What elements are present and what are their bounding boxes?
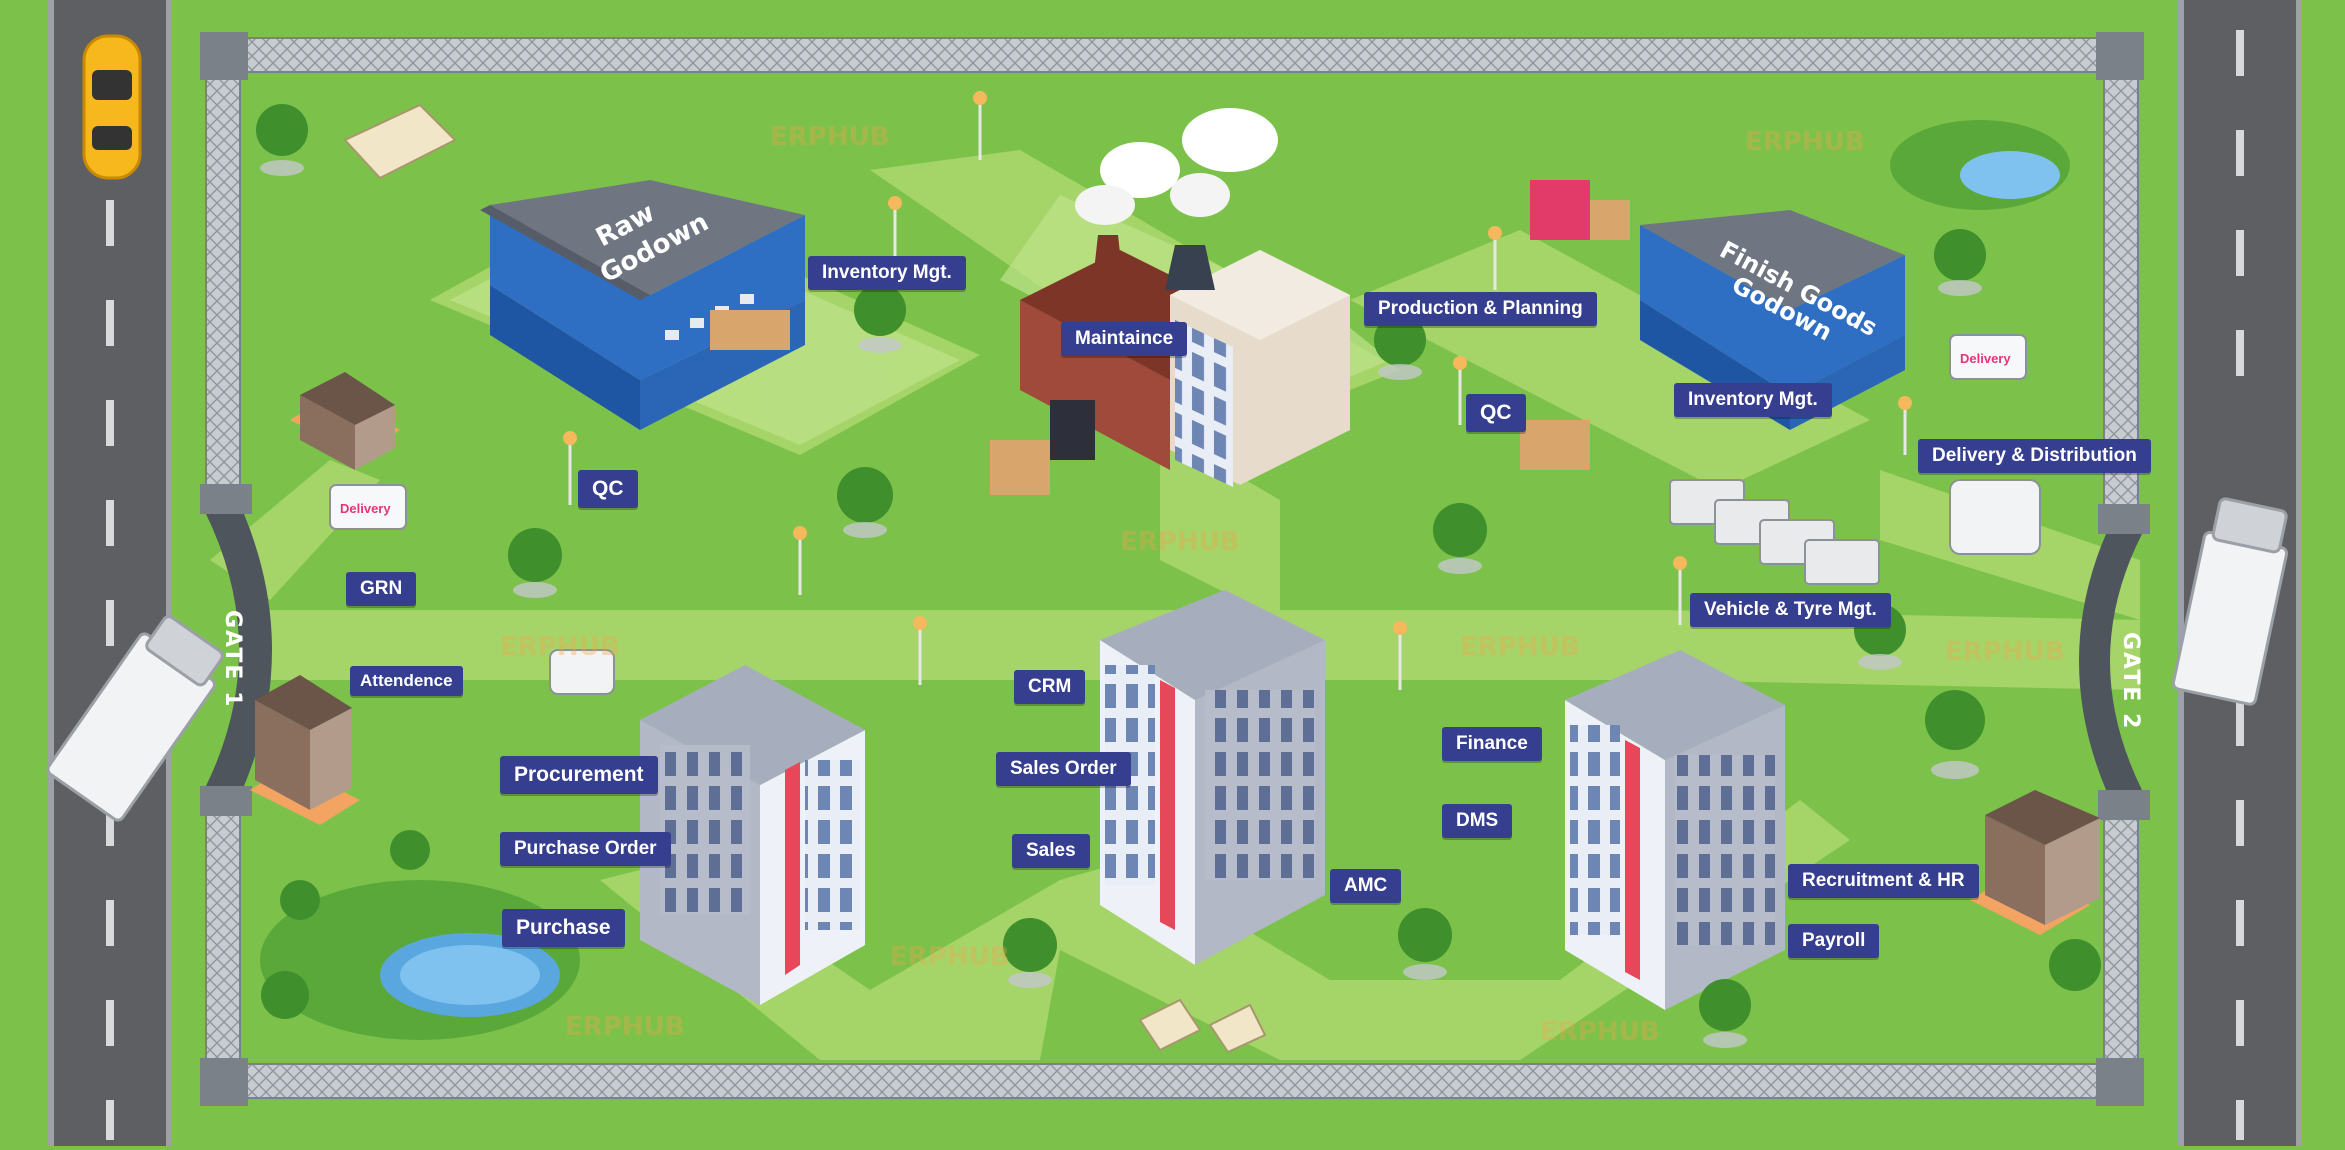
guard-house-bottom-right (1970, 790, 2100, 935)
delivery-vans: Delivery Delivery (329, 334, 2041, 695)
module-inventory-mgt-finish[interactable]: Inventory Mgt. (1674, 383, 1832, 417)
benches (343, 103, 1267, 1054)
watermark-8: ERPHUB (565, 1012, 685, 1042)
crates-and-forklifts (710, 180, 1630, 495)
module-attendence[interactable]: Attendence (350, 666, 463, 696)
watermark-6: ERPHUB (1945, 637, 2065, 667)
module-maintaince[interactable]: Maintaince (1061, 322, 1188, 356)
module-payroll[interactable]: Payroll (1788, 924, 1880, 958)
white-truck-left (46, 615, 224, 822)
module-amc[interactable]: AMC (1330, 869, 1402, 903)
watermark-2: ERPHUB (1745, 127, 1865, 157)
guard-house-bottom-left (250, 675, 360, 825)
office-tower-left (640, 665, 865, 1005)
yellow-car (82, 34, 142, 180)
factory-building (1020, 108, 1350, 487)
watermark-4: ERPHUB (500, 632, 620, 662)
module-inventory-mgt-raw[interactable]: Inventory Mgt. (808, 256, 966, 290)
watermark-3: ERPHUB (1120, 527, 1240, 557)
watermark-7: ERPHUB (890, 942, 1010, 972)
module-delivery-distribution[interactable]: Delivery & Distribution (1918, 439, 2151, 473)
white-truck-right (2171, 497, 2289, 706)
office-tower-right (1565, 650, 1785, 1010)
watermark-1: ERPHUB (770, 122, 890, 152)
module-vehicle-tyre-mgt[interactable]: Vehicle & Tyre Mgt. (1690, 593, 1891, 627)
park-top-right (1890, 120, 2070, 210)
watermark-5: ERPHUB (1460, 632, 1580, 662)
module-finance[interactable]: Finance (1442, 727, 1542, 761)
gate-2: GATE 2 (2079, 504, 2150, 820)
module-purchase[interactable]: Purchase (502, 909, 625, 947)
module-production-planning[interactable]: Production & Planning (1364, 292, 1597, 326)
module-qc-raw[interactable]: QC (578, 470, 638, 508)
office-tower-center (1100, 590, 1325, 965)
module-dms[interactable]: DMS (1442, 804, 1513, 838)
gate-2-label: GATE 2 (2118, 632, 2143, 730)
module-sales-order[interactable]: Sales Order (996, 752, 1131, 786)
module-grn[interactable]: GRN (346, 572, 417, 606)
van-text: Delivery (1960, 351, 2011, 366)
park-bottom-left (260, 880, 580, 1040)
guard-house-top-left (290, 372, 400, 470)
lamp-posts (568, 100, 1907, 690)
perimeter-fence (200, 32, 2144, 1106)
module-procurement[interactable]: Procurement (500, 756, 658, 794)
module-purchase-order[interactable]: Purchase Order (500, 832, 671, 866)
module-qc-production[interactable]: QC (1466, 394, 1526, 432)
gate-1-label: GATE 1 (220, 610, 245, 708)
van-text-2: Delivery (340, 501, 391, 516)
left-road (48, 0, 172, 1146)
module-crm[interactable]: CRM (1014, 670, 1086, 704)
module-sales[interactable]: Sales (1012, 834, 1090, 868)
watermark-9: ERPHUB (1540, 1017, 1660, 1047)
module-recruitment-hr[interactable]: Recruitment & HR (1788, 864, 1979, 898)
